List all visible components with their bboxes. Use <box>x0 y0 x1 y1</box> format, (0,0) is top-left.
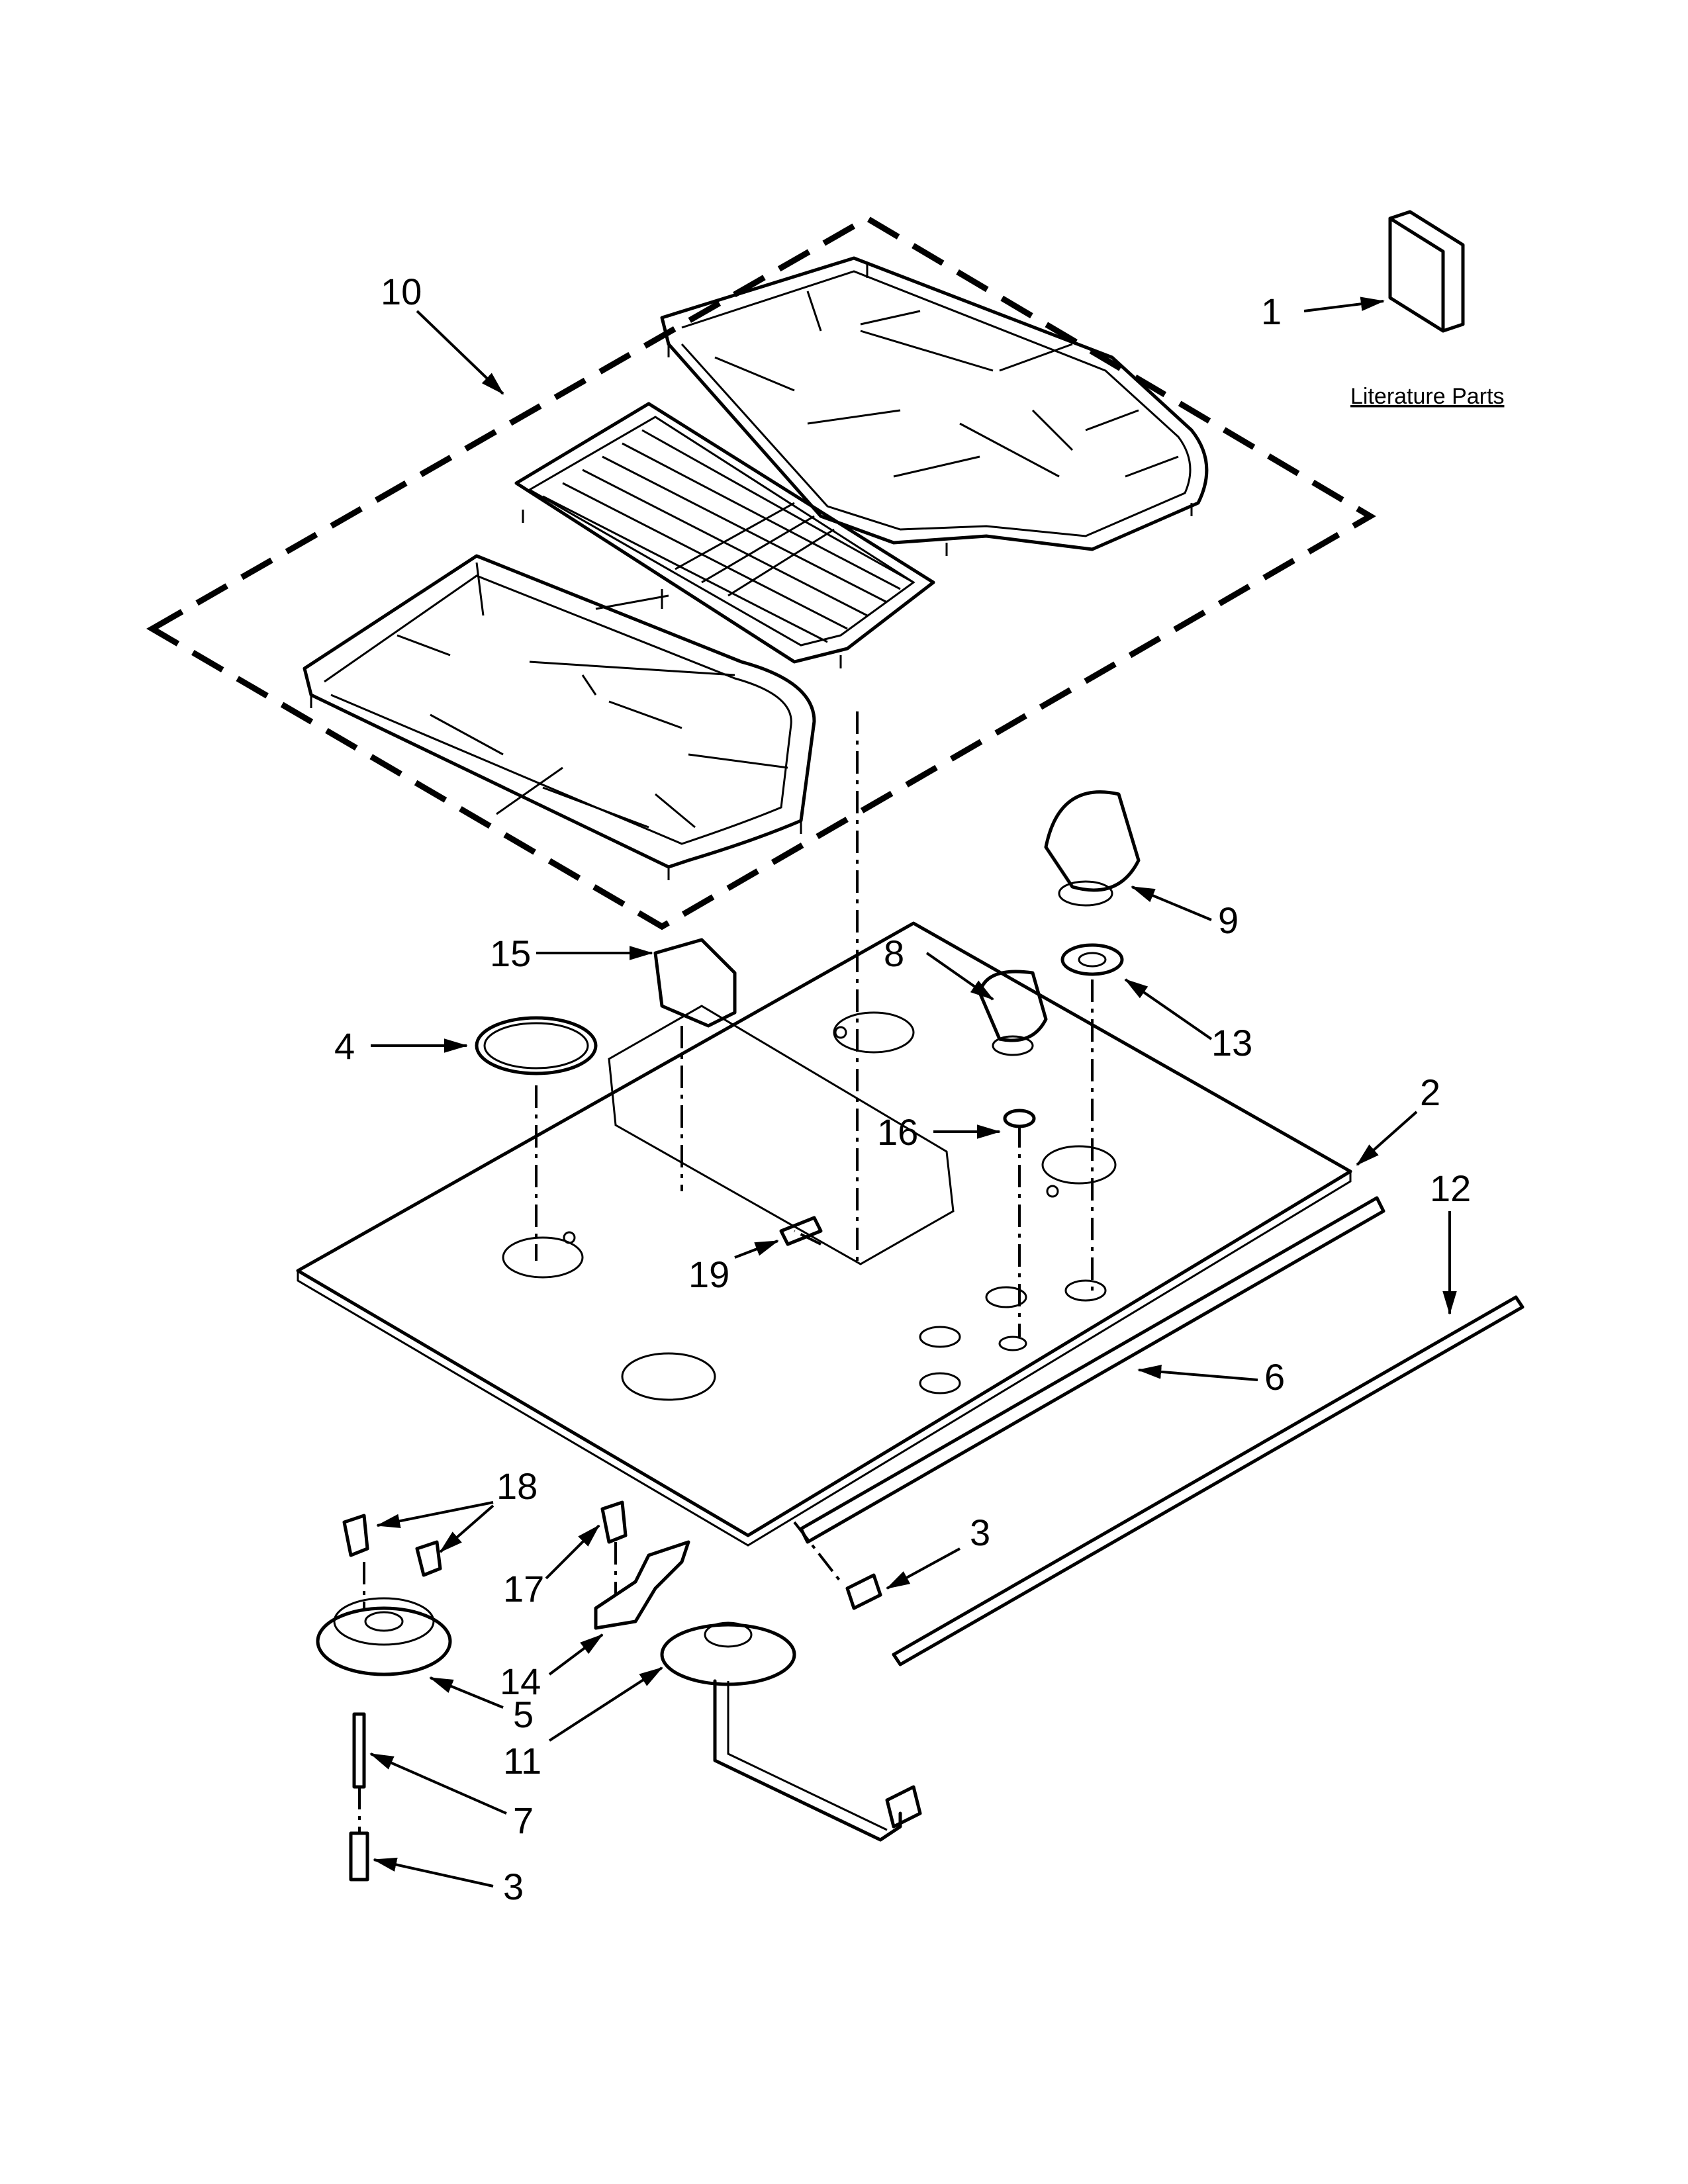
bracket <box>653 938 737 1028</box>
side-trim <box>892 1295 1524 1666</box>
label-5: 5 <box>513 1694 534 1735</box>
label-18: 18 <box>496 1465 538 1507</box>
knob-small <box>978 970 1048 1056</box>
knob-bezel <box>1060 943 1124 976</box>
literature-book <box>1388 210 1465 333</box>
label-1: 1 <box>1261 291 1282 332</box>
screw-3-upper <box>845 1573 882 1610</box>
label-16: 16 <box>877 1111 918 1153</box>
right-grate <box>660 256 1209 556</box>
grate-assembly-frame <box>146 214 1376 931</box>
label-9: 9 <box>1218 899 1239 941</box>
electrode <box>352 1712 366 1789</box>
label-3-upper: 3 <box>970 1512 990 1553</box>
screw-18b <box>415 1540 442 1577</box>
center-grill-grate <box>514 402 935 668</box>
label-8: 8 <box>884 933 904 974</box>
label-14: 14 <box>500 1661 541 1702</box>
clip <box>594 1540 690 1630</box>
left-grate <box>303 554 816 880</box>
gasket <box>475 1016 598 1075</box>
label-7: 7 <box>513 1799 534 1841</box>
assembly-center-lines <box>358 711 1094 1833</box>
screw-17 <box>600 1500 628 1544</box>
leader-arrows <box>369 296 1457 1888</box>
label-13: 13 <box>1211 1022 1252 1064</box>
label-11: 11 <box>503 1740 541 1782</box>
burner-base <box>316 1597 452 1676</box>
knob-large <box>1044 790 1141 907</box>
label-4: 4 <box>334 1025 355 1067</box>
label-15: 15 <box>490 933 531 974</box>
label-6: 6 <box>1264 1356 1285 1398</box>
label-3-lower: 3 <box>503 1866 524 1907</box>
label-17: 17 <box>503 1568 544 1610</box>
label-12: 12 <box>1430 1167 1471 1209</box>
cooktop-glass <box>296 921 1352 1547</box>
label-10: 10 <box>381 271 422 312</box>
screw-3-lower <box>349 1831 369 1882</box>
screw-19 <box>779 1216 823 1246</box>
washer <box>1003 1109 1036 1128</box>
label-19: 19 <box>688 1253 729 1295</box>
screw-18a <box>342 1514 369 1557</box>
literature-parts-label: Literature Parts <box>1350 384 1504 409</box>
label-2: 2 <box>1420 1071 1440 1113</box>
burner-tube-assembly <box>660 1621 922 1842</box>
